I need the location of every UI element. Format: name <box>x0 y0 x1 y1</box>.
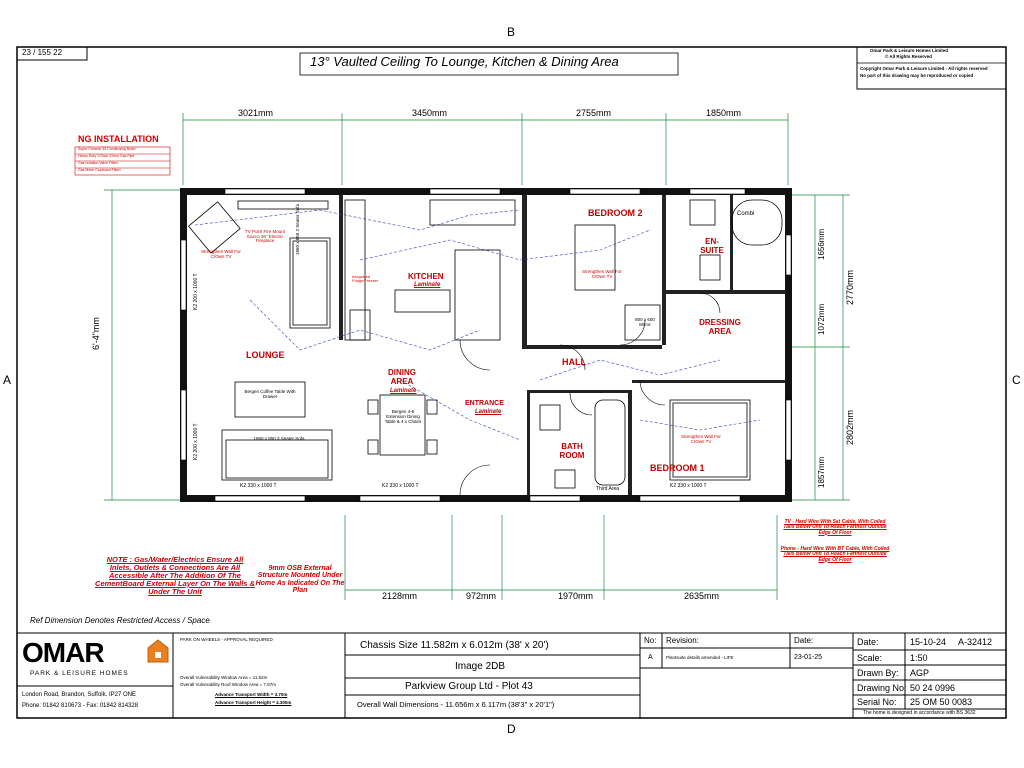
house-logo-icon <box>147 639 169 663</box>
room-ensuite: EN-SUITE <box>700 237 724 255</box>
customer-name: Parkview Group Ltd - Plot 43 <box>405 681 533 692</box>
dim-top-4: 1850mm <box>706 108 742 118</box>
dim-bottom-3: 1970mm <box>558 591 594 601</box>
dim-right-1: 2770mm <box>845 269 855 305</box>
window-lounge-left-bottom: K2 200 x 1000 T <box>193 423 199 460</box>
kitchen-floor: Laminate <box>414 282 441 288</box>
room-kitchen: KITCHEN <box>408 272 444 281</box>
edge-label-top: B <box>507 25 516 39</box>
room-bathroom: BATH ROOM <box>559 442 585 460</box>
drawing-ref: A-32412 <box>958 637 993 647</box>
room-lounge: LOUNGE <box>246 350 285 360</box>
strengthen-tv-label: Strengthen Wall For C/Own TV <box>201 249 241 259</box>
window-dining-bottom: K2 330 x 1000 T <box>382 483 419 489</box>
rev-row-date: 23-01-25 <box>794 654 823 661</box>
mid-note-2: Overall Vulnerability Window Area = 11.5… <box>180 675 268 680</box>
rev-header-rev: Revision: <box>666 636 699 645</box>
copyright-line-1: Omar Park & Leisure Homes Limited <box>870 48 949 53</box>
date-value: 15-10-24 <box>910 637 947 647</box>
ng-row-4: Gas Meter Cupboard Fitted <box>78 168 121 172</box>
dim-right-inner-2: 1072mm <box>817 303 826 335</box>
image-name: Image 2DB <box>455 661 506 672</box>
sofa-top-label: 1860 x 850 3 Seater Sofa <box>295 203 300 255</box>
dim-top-1: 3021mm <box>238 108 274 118</box>
drawn-by-label: Drawn By: <box>857 668 899 678</box>
sheet-ref: 23 / 155 22 <box>22 48 63 57</box>
rev-row-no: A <box>648 654 653 661</box>
room-hall: HALL <box>562 357 586 367</box>
drawing-no-label: Drawing No: <box>857 683 907 693</box>
room-bedroom-1: BEDROOM 1 <box>650 463 705 473</box>
note-ref-dim: Ref Dimension Denotes Restricted Access … <box>30 616 210 625</box>
serial-no-label: Serial No: <box>857 697 897 707</box>
dim-bottom-4: 2635mm <box>684 591 720 601</box>
room-entrance: ENTRANCE <box>465 400 504 407</box>
drawn-by-value: AGP <box>910 668 930 678</box>
chassis-size: Chassis Size 11.582m x 6.012m (38' x 20'… <box>360 640 549 651</box>
note-tv: TV - Hard Wire With Sat Cable, With Coil… <box>783 519 887 536</box>
rev-header-no: No: <box>644 636 657 645</box>
copyright-line-3: Copyright Omar Park & Leisure Limited - … <box>860 66 988 71</box>
company-address: London Road, Brandon, Suffolk. IP27 ONE <box>22 692 136 698</box>
drawing-no-value: 50 24 0996 <box>910 683 956 693</box>
company-phone: Phone: 01842 810673 - Fax: 01842 814328 <box>22 703 139 709</box>
title-block-footer: The home is designed in accordance with … <box>863 710 976 716</box>
date-label: Date: <box>857 637 879 647</box>
dim-top-3: 2755mm <box>576 108 612 118</box>
entrance-floor: Laminate <box>475 409 502 415</box>
transport-height: Advance Transport Height = 4.300m <box>215 700 292 705</box>
dining-floor: Laminate <box>390 388 417 394</box>
company-logo-text: OMAR <box>22 637 105 668</box>
serial-no-value: 25 OM 50 0083 <box>910 697 973 707</box>
ng-row-2: Heavy Duty 1/2inch 22mm Gas Pipe <box>78 154 135 158</box>
window-bed1-bottom: K2 330 x 1000 T <box>670 483 707 489</box>
room-bedroom-2: BEDROOM 2 <box>588 208 643 218</box>
copyright-line-4: No part of this drawing may be reproduce… <box>860 73 974 78</box>
note-main: NOTE : Gas/Water/Electrics Ensure All In… <box>95 555 255 596</box>
window-lounge-bottom: K2 330 x 1000 T <box>240 483 277 489</box>
edge-label-left: A <box>3 373 12 387</box>
dim-right-inner-1: 1656mm <box>817 228 826 260</box>
window-lounge-left-top: K2 200 x 1000 T <box>193 273 199 310</box>
room-dressing: DRESSING AREA <box>699 318 741 336</box>
third-area-label: Third Area <box>596 486 620 492</box>
coffee-table-label: Bergen Coffee Table With Drawer <box>244 389 296 399</box>
dim-right-inner-3: 1857mm <box>817 456 826 488</box>
transport-width: Advance Transport Width = 3.70m <box>215 692 288 697</box>
ng-installation-title: NG INSTALLATION <box>78 134 159 144</box>
note-phone: Phone - Hard Wire With BT Cable, With Co… <box>780 546 890 563</box>
overall-dims: Overall Wall Dimensions - 11.656m x 6.11… <box>357 700 555 709</box>
company-subtitle: PARK & LEISURE HOMES <box>30 670 129 677</box>
tv-point-label: TV Point Fire Mount Gazco 36" Electric F… <box>244 229 285 244</box>
mid-note-1: PARK ON WHEELS - APPROVAL REQUIRED <box>180 637 273 642</box>
rev-row-desc: Plantsuite details amended - LIFE <box>666 655 734 660</box>
bed1-tv-label: Strengthen Wall For C/Own TV <box>681 434 721 444</box>
ng-row-1: Super Ceramic 33 Condensing Boiler <box>78 147 136 151</box>
dim-top-2: 3450mm <box>412 108 448 118</box>
scale-value: 1:50 <box>910 653 928 663</box>
scale-label: Scale: <box>857 653 883 663</box>
dim-left: 6'-4"mm <box>91 317 101 350</box>
room-dining: DINING AREA <box>388 368 416 386</box>
mirror-label: 800 x 600 Mirror <box>635 317 655 327</box>
bed2-tv-label: Strengthen Wall For C/Own TV <box>582 269 622 279</box>
dim-bottom-2: 972mm <box>466 591 497 601</box>
dining-table-label: Bergen 4-6 Extension Dining Table & 4 x … <box>384 409 422 424</box>
edge-label-bottom: D <box>507 722 516 736</box>
dim-bottom-1: 2128mm <box>382 591 418 601</box>
rev-header-date: Date: <box>794 636 814 645</box>
mid-note-3: Overall Vulnerability Roof Window Area =… <box>180 682 277 687</box>
drawing-title: 13° Vaulted Ceiling To Lounge, Kitchen &… <box>310 54 619 69</box>
combi-label: Combi <box>737 211 755 217</box>
sofa-bottom-label: 1860 x 850 3 Seater Sofa <box>253 436 305 441</box>
edge-label-right: C <box>1012 373 1021 387</box>
ng-row-3: Gas Isolation Valve Fitted <box>78 161 118 165</box>
note-osb: 9mm OSB External Structure Mounted Under… <box>255 565 345 595</box>
copyright-line-2: © All Rights Reserved <box>885 54 932 59</box>
fridge-label: Integrated Fridge/Freezer <box>352 274 379 284</box>
dim-right-2: 2802mm <box>845 409 855 445</box>
